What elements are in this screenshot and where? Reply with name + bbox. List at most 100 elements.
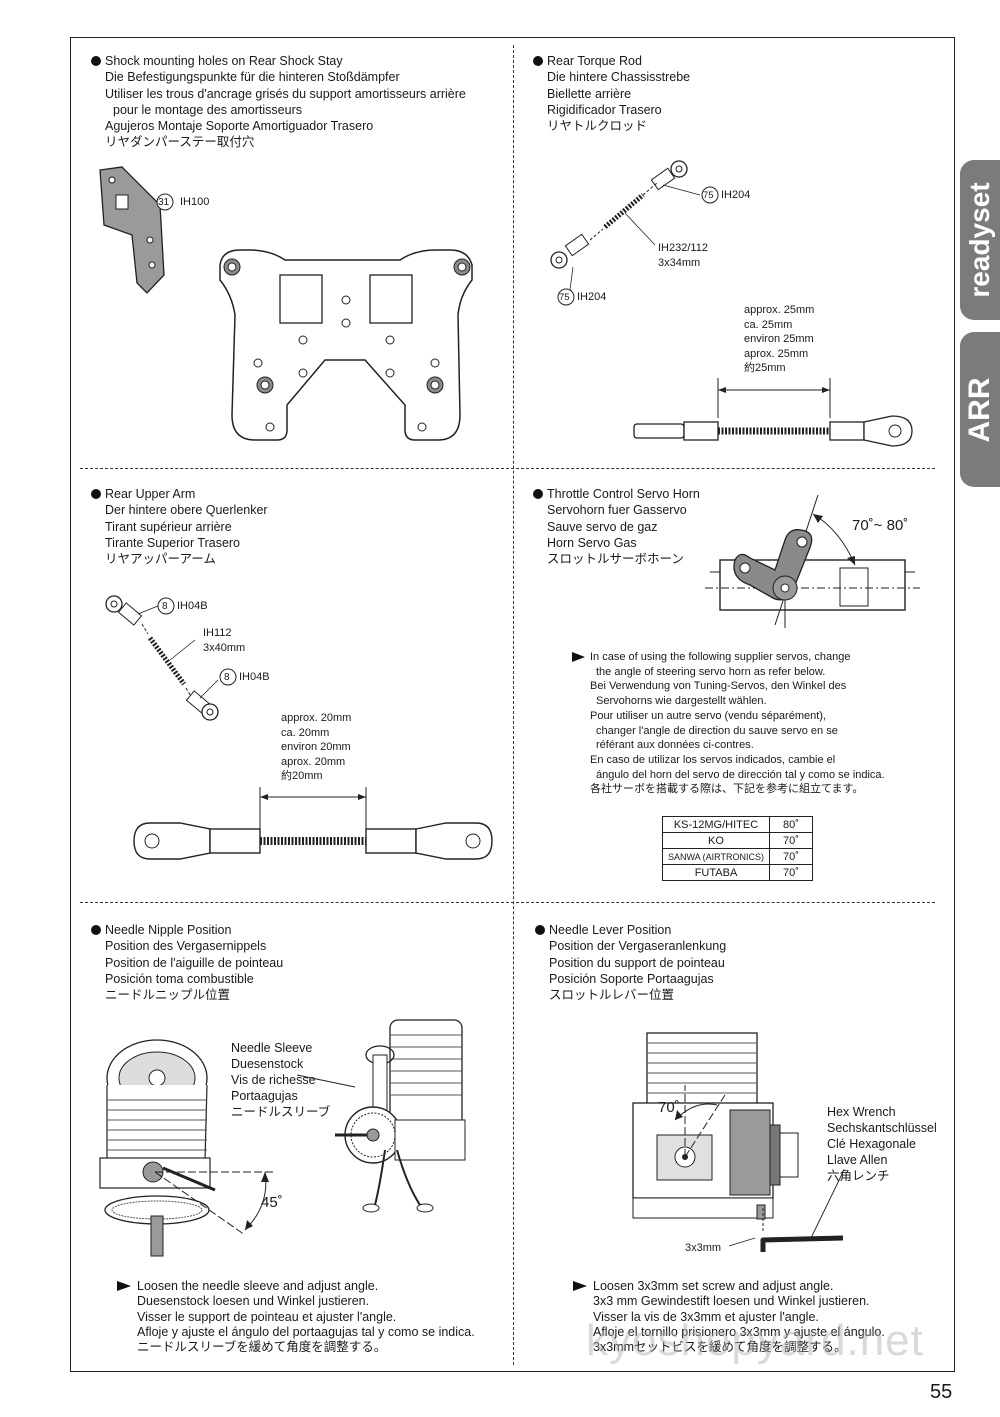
needle-nipple-jp: ニードルニップル位置 — [105, 988, 231, 1003]
part-8b-circle — [219, 668, 237, 686]
instruction-arrow-icon — [117, 1281, 131, 1291]
servo-angle-value: 70˚ — [769, 864, 813, 881]
ua-len-de: ca. 20mm — [281, 726, 330, 739]
nl-inst-en: Loosen 3x3mm set screw and adjust angle. — [593, 1279, 834, 1293]
table-row: KO 70˚ — [662, 832, 813, 849]
servo-horn-jp: スロットルサーボホーン — [547, 552, 684, 567]
ua-len-fr: environ 20mm — [281, 741, 351, 753]
upper-arm-de: Der hintere obere Querlenker — [105, 503, 268, 518]
needle-lever-title: Needle Lever Position — [535, 922, 726, 938]
torque-rod-es: Rigidificador Trasero — [547, 102, 662, 117]
nn-inst-de: Duesenstock loesen und Winkel justieren. — [137, 1294, 370, 1309]
needle-nipple-heading: Needle Nipple Position Position des Verg… — [91, 922, 283, 1003]
watermark: kyoshopyard.net — [586, 1316, 924, 1365]
torque-rod-de: Die hintere Chassisstrebe — [547, 70, 691, 85]
wrench-en: Hex Wrench — [827, 1105, 896, 1119]
nn-inst-es: Afloje y ajuste el ángulo del portaaguja… — [137, 1324, 475, 1339]
part-31-circle — [156, 193, 174, 211]
tab-readyset-label: readyset — [964, 182, 995, 298]
shock-stay-de: Die Befestigungspunkte für die hinteren … — [105, 70, 400, 85]
part-ih112-code: IH112 — [203, 627, 232, 639]
note-line-9: 各社サーボを搭載する際は、下記を参考に組立てます。 — [590, 783, 864, 796]
hex-wrench-label: Hex Wrench Sechskantschlüssel Clé Hexago… — [827, 1104, 937, 1184]
table-row: KS-12MG/HITEC 80˚ — [662, 816, 813, 833]
table-row: SANWA (AIRTRONICS) 70˚ — [662, 848, 813, 865]
part-ih112-size: 3x40mm — [203, 641, 246, 654]
note-line-3: Servohorns wie dargestellt wählen. — [596, 695, 767, 708]
needle-nipple-instructions: Loosen the needle sleeve and adjust angl… — [117, 1279, 475, 1355]
part-ih04b-b: IH04B — [239, 671, 270, 683]
torque-rod-jp: リヤトルクロッド — [547, 119, 648, 134]
note-line-2: Bei Verwendung von Tuning-Servos, den Wi… — [590, 680, 847, 693]
wrench-de: Sechskantschlüssel — [827, 1121, 937, 1135]
sleeve-leader-line — [296, 1074, 356, 1088]
needle-sleeve-label: Needle Sleeve Duesenstock Vis de richess… — [231, 1040, 330, 1120]
servo-angle-value: 70˚ — [769, 832, 813, 849]
part-75a-circle — [701, 186, 719, 204]
sleeve-de: Duesenstock — [231, 1057, 304, 1071]
upper-arm-assembled — [133, 787, 493, 860]
part-31-num: 31 — [158, 197, 170, 208]
sleeve-fr: Vis de richesse — [231, 1073, 316, 1087]
divider-2 — [80, 902, 935, 903]
part-8a-num: 8 — [162, 601, 168, 612]
note-line-0: In case of using the following supplier … — [590, 651, 851, 663]
part-ih04b-a: IH04B — [177, 600, 208, 612]
tab-arr: ARR — [960, 332, 1000, 487]
needle-nipple-fr: Position de l'aiguille de pointeau — [105, 955, 284, 970]
shock-stay-small-drawing — [99, 166, 165, 294]
servo-angle-table: KS-12MG/HITEC 80˚ KO 70˚ SANWA (AIRTRONI… — [662, 816, 813, 881]
part-ih232-code: IH232/112 — [658, 242, 708, 254]
part-ih232: IH232/112 3x34mm — [658, 241, 708, 270]
shock-stay-fr-2: pour le montage des amortisseurs — [113, 102, 302, 117]
needle-nipple-title: Needle Nipple Position — [91, 922, 283, 938]
servo-horn-fr: Sauve servo de gaz — [547, 519, 658, 534]
wrench-es: Llave Allen — [827, 1153, 888, 1167]
needle-lever-jp: スロットルレバー位置 — [549, 988, 675, 1003]
part-ih204-a: IH204 — [721, 189, 751, 201]
wrench-jp: 六角レンチ — [827, 1169, 890, 1183]
ua-len-en: approx. 20mm — [281, 712, 352, 724]
servo-horn-title: Throttle Control Servo Horn — [533, 486, 700, 502]
shock-stay-plate — [219, 249, 473, 441]
upper-arm-title: Rear Upper Arm — [91, 486, 268, 502]
len-es: aprox. 25mm — [744, 347, 809, 360]
nl-inst-jp: 3x3mmセットビスを緩めて角度を調整する。 — [593, 1340, 847, 1355]
nl-inst-fr: Visser la vis de 3x3mm et ajuster l'angl… — [593, 1309, 819, 1324]
part-ih204-b: IH204 — [577, 291, 607, 303]
instruction-arrow-icon — [573, 1281, 587, 1291]
len-en: approx. 25mm — [744, 304, 815, 316]
needle-lever-es: Posición Soporte Portaagujas — [549, 971, 714, 986]
sleeve-jp: ニードルスリーブ — [231, 1105, 331, 1119]
nn-inst-fr: Visser le support de pointeau et ajuster… — [137, 1309, 397, 1324]
servo-name: KO — [662, 832, 770, 849]
servo-horn-de: Servohorn fuer Gasservo — [547, 503, 687, 518]
ua-len-jp: 約20mm — [281, 770, 323, 782]
servo-angle: 70˚~ 80˚ — [852, 517, 909, 534]
sleeve-es: Portaagujas — [231, 1089, 298, 1103]
needle-nipple-de: Position des Vergasernippels — [105, 939, 267, 954]
needle-lever-instructions: Loosen 3x3mm set screw and adjust angle.… — [573, 1279, 885, 1355]
upper-arm-jp: リヤアッパーアーム — [105, 552, 216, 567]
len-de: ca. 25mm — [744, 318, 793, 331]
note-line-4: Pour utiliser un autre servo (vendu sépa… — [590, 709, 827, 722]
upper-arm-exploded — [105, 595, 219, 721]
servo-note: In case of using the following supplier … — [572, 650, 885, 797]
torque-rod-fr: Biellette arrière — [547, 86, 632, 101]
table-row: FUTABA 70˚ — [662, 864, 813, 881]
torque-rod-exploded — [550, 160, 701, 291]
torque-rod-length: approx. 25mm ca. 25mm environ 25mm aprox… — [744, 303, 814, 376]
part-ih112: IH112 3x40mm — [203, 626, 245, 655]
servo-horn-drawing — [705, 494, 920, 628]
servo-horn-heading: Throttle Control Servo Horn Servohorn fu… — [533, 486, 700, 567]
engine-front-drawing — [99, 1039, 275, 1257]
shock-stay-jp: リヤダンパーステー取付穴 — [105, 135, 255, 150]
upper-arm-es: Tirante Superior Trasero — [105, 535, 241, 550]
len-jp: 約25mm — [744, 362, 786, 374]
torque-rod-assembled — [633, 378, 913, 447]
nl-inst-de: 3x3 mm Gewindestift loesen und Winkel ju… — [593, 1294, 870, 1309]
tab-readyset: readyset — [960, 160, 1000, 320]
torque-rod-title: Rear Torque Rod — [533, 53, 690, 69]
tab-arr-label: ARR — [963, 377, 996, 442]
upper-arm-fr: Tirant supérieur arrière — [105, 519, 232, 534]
